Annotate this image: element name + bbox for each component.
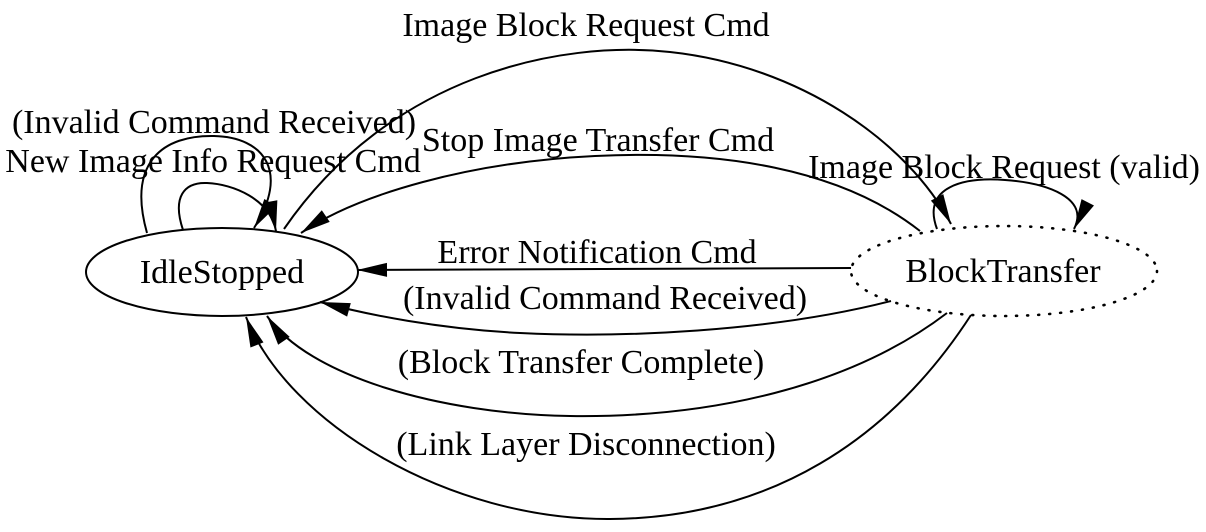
- state-idle-stopped: IdleStopped: [85, 227, 359, 317]
- edge-idle-self-invalid-command: [140, 134, 277, 234]
- block-transfer-ellipse: [849, 224, 1159, 318]
- label-block-transfer-complete: (Block Transfer Complete): [398, 344, 764, 381]
- edge-idle-self-new-image-info: [177, 181, 278, 232]
- block-transfer-label: BlockTransfer: [905, 253, 1101, 290]
- label-image-block-request-valid: Image Block Request (valid): [808, 149, 1200, 186]
- edge-invalid-command-received: [319, 300, 892, 336]
- label-stop-image-transfer-cmd: Stop Image Transfer Cmd: [422, 122, 774, 159]
- edge-link-layer-disconnection: [245, 314, 972, 521]
- edge-image-block-request-cmd: [283, 48, 952, 230]
- state-block-transfer: BlockTransfer: [849, 224, 1159, 318]
- label-idle-self-new-image-info: New Image Info Request Cmd: [5, 143, 420, 180]
- edge-block-transfer-complete: [266, 312, 948, 418]
- idle-stopped-label: IdleStopped: [140, 254, 304, 291]
- edge-stop-image-transfer-cmd: [300, 153, 921, 234]
- label-image-block-request-cmd: Image Block Request Cmd: [402, 7, 769, 44]
- label-invalid-command-received: (Invalid Command Received): [403, 280, 807, 317]
- label-idle-self-invalid-command: (Invalid Command Received): [12, 104, 416, 141]
- label-link-layer-disconnection: (Link Layer Disconnection): [396, 426, 776, 463]
- edge-block-self-image-block-request-valid: [932, 178, 1094, 230]
- edge-error-notification-cmd: [356, 262, 852, 277]
- label-error-notification-cmd: Error Notification Cmd: [437, 234, 756, 271]
